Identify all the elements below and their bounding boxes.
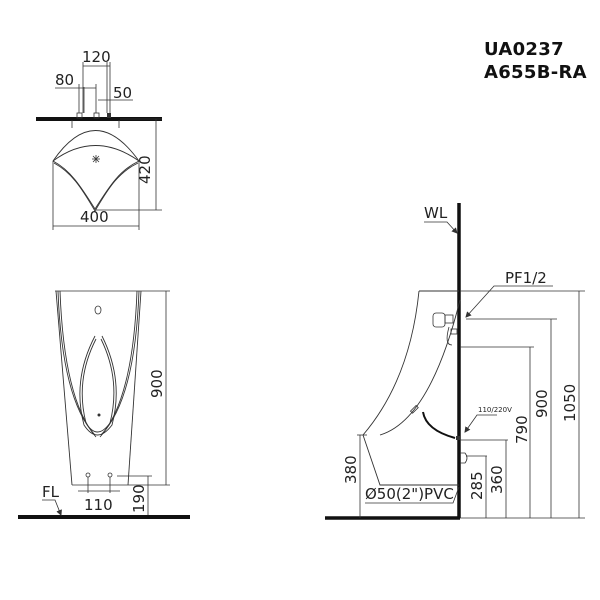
- label-floor-line: FL: [42, 483, 60, 501]
- fitting-center: [93, 112, 100, 119]
- label-power: 110/220V: [478, 406, 512, 414]
- dim-left-offset: 80: [55, 71, 74, 89]
- dim-top-height: 1050: [561, 384, 579, 422]
- label-wall-line: WL: [424, 204, 448, 222]
- dim-inlet-height: 900: [533, 389, 551, 418]
- fitting-right: [107, 113, 111, 118]
- dim-drain-height-1: 285: [468, 471, 486, 500]
- dim-foot-height: 190: [130, 484, 148, 513]
- power-cable: [422, 411, 456, 439]
- fitting-left: [76, 112, 83, 119]
- side-view: WL PF1/2 110/220V 1050 900 790: [325, 203, 585, 520]
- sensor: [409, 404, 419, 414]
- label-drain: Ø50(2")PVC: [365, 485, 454, 503]
- top-view: 120 80 50 420 400: [36, 48, 162, 230]
- dim-sensor-height: 790: [513, 415, 531, 444]
- dim-height: 900: [148, 369, 166, 398]
- dim-pipe-spacing: 120: [82, 48, 111, 66]
- dim-drain-height-2: 360: [488, 465, 506, 494]
- title-block: UA0237 A655B-RA: [484, 38, 587, 84]
- dim-width: 400: [80, 208, 109, 226]
- drain-hole: [97, 413, 101, 417]
- model-number-primary: UA0237: [484, 39, 564, 60]
- front-view: 110 900 190 FL: [18, 290, 190, 519]
- drain-icon: [92, 155, 100, 163]
- flush-valve: [432, 312, 446, 328]
- dim-right-offset: 50: [113, 84, 132, 102]
- label-water-inlet: PF1/2: [505, 269, 547, 287]
- dim-depth: 420: [136, 155, 154, 184]
- dim-lip-height: 380: [342, 455, 360, 484]
- dim-foot-spacing: 110: [84, 496, 113, 514]
- water-inlet-hole: [94, 305, 102, 315]
- model-number-secondary: A655B-RA: [484, 62, 587, 83]
